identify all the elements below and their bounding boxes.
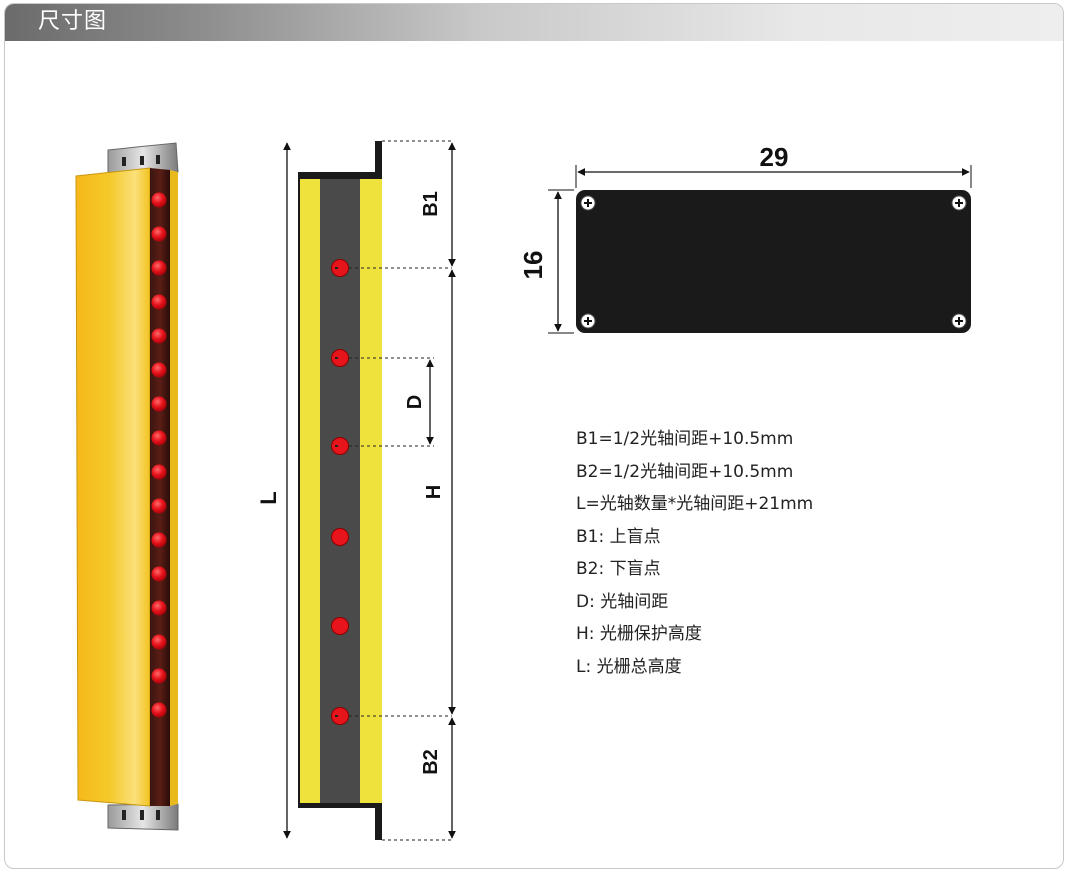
dim-label-height: 16 [518,251,548,280]
legend: B1=1/2光轴间距+10.5mm B2=1/2光轴间距+10.5mm L=光轴… [576,423,813,683]
bracket-hole [156,810,160,820]
right-face [360,179,382,803]
page-title: 尺寸图 [38,9,108,34]
beam-dot [331,259,349,277]
housing-edge [170,170,178,806]
beam-dot [331,617,349,635]
beam-dot [331,437,349,455]
bracket-hole [122,810,126,820]
led-light [151,294,167,310]
dim-label-width: 29 [760,142,789,172]
legend-line: L: 光栅总高度 [576,656,682,677]
beam-dot-center [335,267,338,269]
led-light [151,532,167,548]
product-photo [75,142,179,831]
led-light [151,702,167,718]
led-light [151,634,167,650]
end-view: 29 16 [518,142,972,334]
led-light [151,668,167,684]
legend-line: B1: 上盲点 [576,526,661,547]
screw-icon [951,313,967,329]
dim-label-l: L [256,491,281,504]
led-light [151,226,167,242]
legend-line: B2=1/2光轴间距+10.5mm [576,461,794,482]
led-light [151,464,167,480]
diagram-panel: 尺寸图 [4,3,1064,869]
legend-line: H: 光栅保护高度 [576,624,702,644]
legend-line: B2: 下盲点 [576,559,661,579]
led-light [151,566,167,582]
legend-line: D: 光轴间距 [576,591,669,612]
beam-dot [331,528,349,546]
dim-label-b1: B1 [420,191,442,217]
led-light [151,328,167,344]
led-light [151,498,167,514]
beam-dot-center [335,357,338,359]
beam-dot [331,707,349,725]
header-bar: 尺寸图 [5,4,1063,41]
bracket-hole [140,156,144,165]
dim-label-h: H [423,485,445,499]
housing [75,167,151,807]
side-view: L B1 H D B2 [256,140,456,841]
bracket-hole [140,810,144,820]
screw-icon [580,313,596,329]
dim-label-d: D [404,395,426,409]
extension-lines [349,140,452,841]
bracket-hole [122,157,126,166]
led-light [151,430,167,446]
screw-icon [951,195,967,211]
led-light [151,362,167,378]
led-light [151,260,167,276]
legend-line: B1=1/2光轴间距+10.5mm [576,429,794,449]
led-light [151,600,167,616]
beam-dot-center [335,715,338,717]
led-light [151,192,167,208]
screw-icon [580,195,596,211]
dim-label-b2: B2 [420,749,442,775]
bracket-hole [156,155,160,164]
led-column [151,192,167,718]
left-face [300,179,320,803]
beam-dot [331,349,349,367]
beam-dot-center [335,445,338,447]
led-light [151,396,167,412]
end-cap [576,190,971,333]
legend-line: L=光轴数量*光轴间距+21mm [576,494,814,514]
lens-strip [320,179,360,803]
